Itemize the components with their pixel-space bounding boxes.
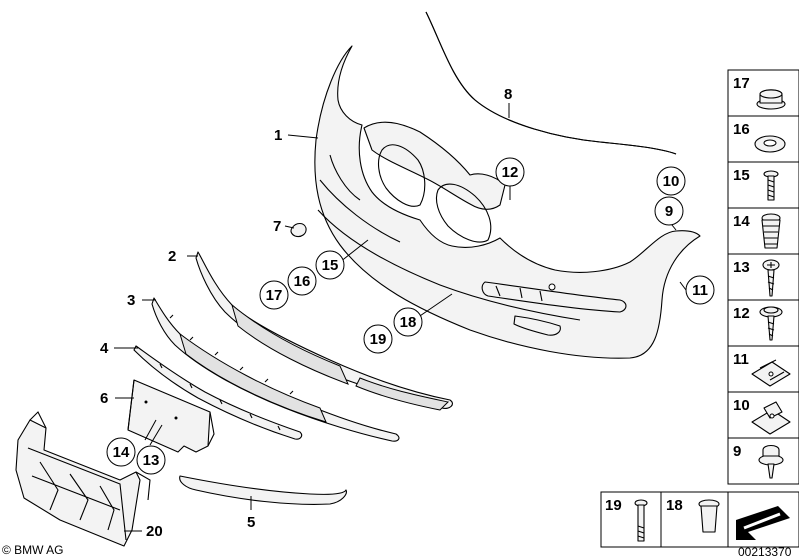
side-label-15: 15 — [733, 167, 750, 184]
callout-8: 8 — [504, 86, 512, 103]
lower-trim-strip-part — [133, 345, 303, 440]
callout-3: 3 — [127, 292, 135, 309]
cap-icon — [756, 89, 786, 110]
cover-cap-part — [290, 222, 307, 238]
callout-1: 1 — [274, 127, 282, 144]
callout-12: 12 — [502, 164, 519, 181]
tapping-screw-icon — [762, 259, 780, 297]
callout-9: 9 — [665, 203, 673, 220]
callout-11: 11 — [692, 282, 708, 299]
callout-labels: 1 2 3 4 6 5 7 8 20 12 10 9 11 15 16 17 1… — [100, 86, 715, 540]
callout-20: 20 — [146, 523, 163, 540]
fastener-bottom-panel: 19 18 — [600, 491, 799, 548]
bottom-label-18: 18 — [666, 497, 683, 514]
callout-14: 14 — [113, 444, 130, 461]
callout-10: 10 — [663, 173, 680, 190]
side-label-13: 13 — [733, 259, 750, 276]
screw-icon — [763, 170, 779, 201]
side-label-17: 17 — [733, 75, 750, 92]
side-label-14: 14 — [733, 213, 750, 230]
callout-16: 16 — [294, 273, 311, 290]
clip-nut-icon — [751, 359, 791, 387]
washer-icon — [754, 135, 786, 153]
collar-screw-icon — [758, 444, 784, 479]
callout-17: 17 — [266, 287, 283, 304]
side-label-12: 12 — [733, 305, 750, 322]
bumper-trim-panel-part — [314, 45, 701, 359]
arrow-icon — [736, 506, 790, 540]
sealing-strip-part — [425, 11, 677, 155]
carrier-bracket-part — [15, 411, 151, 547]
side-label-16: 16 — [733, 121, 750, 138]
diagram-number: 00213370 — [738, 545, 792, 559]
bottom-label-19: 19 — [605, 497, 622, 514]
callout-13: 13 — [143, 452, 160, 469]
expanding-nut-icon — [761, 213, 781, 249]
copyright-text: © BMW AG — [2, 543, 64, 557]
side-label-9: 9 — [733, 443, 741, 460]
rivet-icon — [698, 499, 720, 533]
clip-nut-icon — [751, 401, 791, 435]
callout-7: 7 — [273, 218, 281, 235]
callout-6: 6 — [100, 390, 108, 407]
grille-mesh-lower-part — [151, 297, 400, 442]
side-label-11: 11 — [733, 351, 749, 368]
callout-4: 4 — [100, 340, 109, 357]
side-label-10: 10 — [733, 397, 750, 414]
callout-19: 19 — [370, 331, 387, 348]
sheet-screw-icon — [759, 306, 783, 341]
callout-15: 15 — [322, 257, 339, 274]
grille-mesh-upper-part — [195, 251, 453, 411]
callout-5: 5 — [247, 514, 255, 531]
chrome-trim-strip-part — [179, 475, 347, 505]
callout-2: 2 — [168, 248, 176, 265]
fastener-side-panel: 17 16 15 14 13 12 11 10 9 — [727, 69, 799, 485]
callout-18: 18 — [400, 314, 417, 331]
bolt-icon — [634, 499, 648, 542]
